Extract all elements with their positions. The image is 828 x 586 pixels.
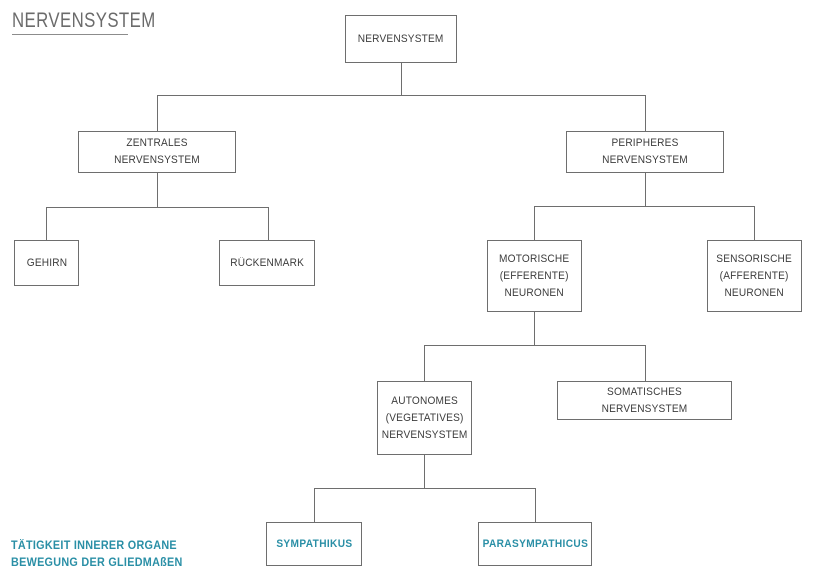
connector-level3-bus — [424, 345, 645, 346]
connector-zns-stem — [157, 173, 158, 207]
node-label-gehirn: GEHIRN — [26, 256, 67, 269]
node-label-rueckenmark: RÜCKENMARK — [230, 256, 304, 269]
legend: TÄTIGKEIT INNERER ORGANE BEWEGUNG DER GLI… — [11, 538, 194, 572]
node-label-somatisches-nervensystem: SOMATISCHES NERVENSYSTEM — [601, 385, 688, 415]
node-rueckenmark: RÜCKENMARK — [219, 240, 315, 286]
node-label-nervensystem: NERVENSYSTEM — [358, 32, 444, 45]
connector-somatisches-drop — [645, 345, 646, 381]
node-nervensystem: NERVENSYSTEM — [345, 15, 457, 63]
node-motorische-neuronen: MOTORISCHE (EFFERENTE) NEURONEN — [487, 240, 582, 312]
connector-sympathikus-drop — [314, 488, 315, 522]
node-pns: PERIPHERES NERVENSYSTEM — [566, 131, 724, 173]
node-label-autonomes-nervensystem: AUTONOMES (VEGETATIVES) NERVENSYSTEM — [381, 394, 468, 441]
connector-motorische-drop — [534, 206, 535, 240]
connector-zns-drop — [157, 95, 158, 131]
node-somatisches-nervensystem: SOMATISCHES NERVENSYSTEM — [557, 381, 732, 420]
connector-autonomes-drop — [424, 345, 425, 381]
node-label-parasympathicus: PARASYMPATHICUS — [482, 537, 588, 550]
node-gehirn: GEHIRN — [14, 240, 79, 286]
page-title-underline — [12, 34, 128, 35]
node-sympathikus: SYMPATHIKUS — [266, 522, 362, 566]
connector-level4-bus — [314, 488, 535, 489]
page-title: NERVENSYSTEM — [12, 9, 156, 32]
node-zns: ZENTRALES NERVENSYSTEM — [78, 131, 236, 173]
connector-autonomes-stem — [424, 455, 425, 488]
node-label-zns: ZENTRALES NERVENSYSTEM — [114, 137, 200, 166]
connector-pns-stem — [645, 173, 646, 206]
node-parasympathicus: PARASYMPATHICUS — [478, 522, 592, 566]
legend-line-2: BEWEGUNG DER GLIEDMAßEN — [11, 557, 183, 569]
connector-pns-drop — [645, 95, 646, 131]
node-label-sensorische-neuronen: SENSORISCHE (AFFERENTE) NEURONEN — [716, 252, 793, 299]
node-label-sympathikus: SYMPATHIKUS — [275, 537, 353, 550]
connector-pns-bus — [534, 206, 755, 207]
node-label-pns: PERIPHERES NERVENSYSTEM — [602, 137, 688, 166]
connector-sensorische-drop — [754, 206, 755, 240]
connector-root-stem — [401, 63, 402, 95]
connector-rueckenmark-drop — [268, 207, 269, 240]
connector-level1-bus — [157, 95, 645, 96]
connector-motorische-stem — [534, 312, 535, 345]
node-label-motorische-neuronen: MOTORISCHE (EFFERENTE) NEURONEN — [499, 252, 570, 299]
connector-gehirn-drop — [46, 207, 47, 240]
legend-line-1: TÄTIGKEIT INNERER ORGANE — [11, 540, 177, 552]
node-autonomes-nervensystem: AUTONOMES (VEGETATIVES) NERVENSYSTEM — [377, 381, 472, 455]
connector-zns-bus — [46, 207, 268, 208]
node-sensorische-neuronen: SENSORISCHE (AFFERENTE) NEURONEN — [707, 240, 802, 312]
connector-parasympathicus-drop — [535, 488, 536, 522]
